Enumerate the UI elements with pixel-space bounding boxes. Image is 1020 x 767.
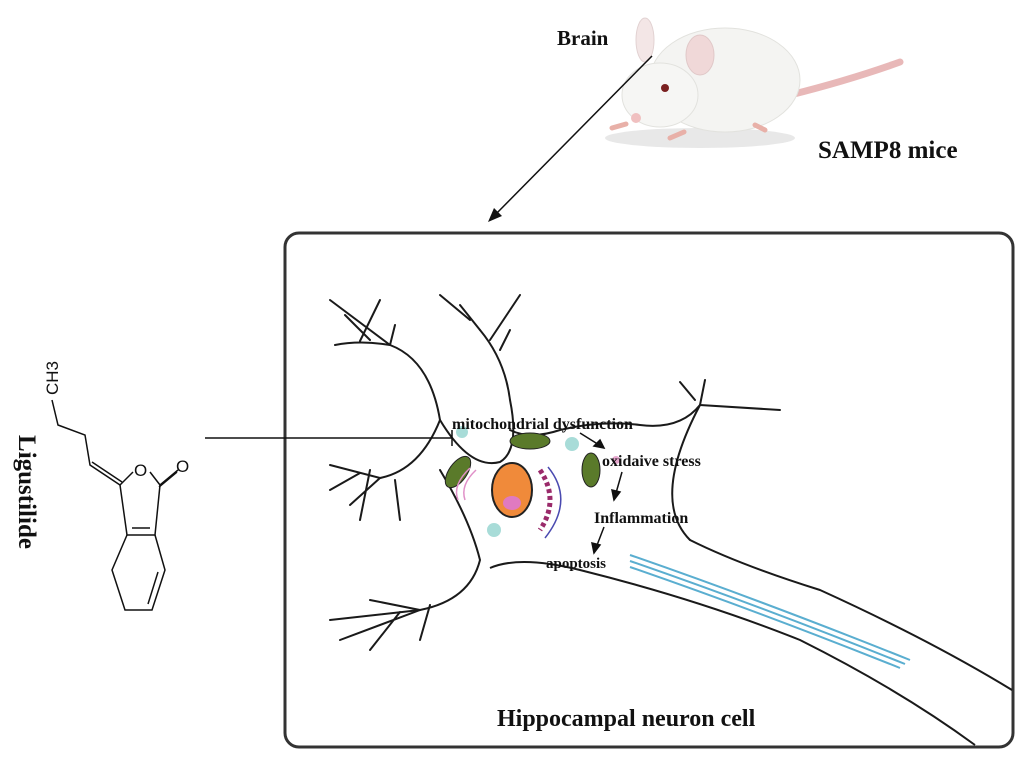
brain-label: Brain — [557, 26, 609, 50]
carbonyl-oxygen-label: O — [176, 457, 190, 476]
mitochondrion — [509, 432, 551, 450]
mouse-ear-right — [685, 34, 715, 76]
inhibition-line — [205, 430, 453, 446]
pathway-step-apoptosis: apoptosis — [546, 556, 607, 572]
endoplasmic-reticulum — [537, 468, 553, 532]
mitochondrion — [581, 452, 601, 488]
ribosome-strands — [455, 467, 477, 501]
vesicles — [456, 426, 620, 537]
pathway-step-mitochondrial: mitochondrial dysfunction — [452, 416, 633, 433]
mouse-paws — [609, 121, 768, 141]
pathway-step-inflammation: Inflammation — [594, 510, 689, 527]
ring-oxygen-label: O — [134, 461, 148, 480]
mitochondrion — [444, 455, 472, 489]
mouse-nose — [631, 113, 641, 123]
mouse-shadow — [605, 128, 795, 148]
mouse-tail — [786, 58, 904, 99]
brain-arrowhead — [488, 208, 502, 222]
axon-fibers — [629, 554, 911, 669]
panel-title: Hippocampal neuron cell — [497, 706, 756, 732]
pathway-arrows — [579, 432, 623, 555]
ligustilide-structure — [51, 399, 179, 611]
dendrites — [329, 294, 781, 651]
mouse-ear-left — [635, 17, 655, 63]
nucleolus — [503, 496, 521, 510]
mouse-eye — [661, 84, 669, 92]
brain-arrow — [491, 55, 653, 219]
mouse-head — [621, 62, 699, 128]
compound-label: Ligustilide — [13, 435, 40, 549]
axon — [489, 539, 1013, 746]
pathway-step-oxidative: oxidaive stress — [602, 453, 701, 470]
mice-label: SAMP8 mice — [818, 137, 958, 164]
golgi — [544, 466, 562, 539]
nucleus — [491, 462, 533, 518]
panel-border — [283, 231, 1015, 749]
methyl-label: CH3 — [43, 360, 63, 396]
